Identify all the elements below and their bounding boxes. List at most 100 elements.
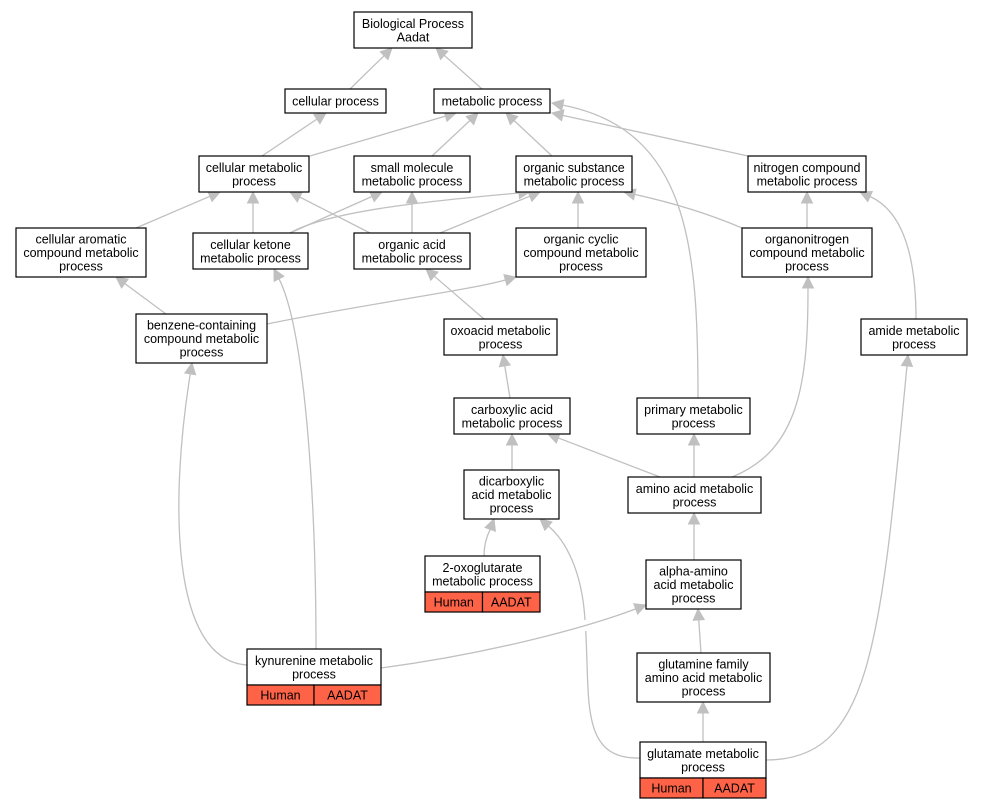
node-box — [453, 397, 571, 435]
node-box — [192, 232, 309, 270]
node-label-line: metabolic process — [442, 95, 543, 109]
arrowhead-kynurenine-alpha_amino — [633, 603, 648, 615]
arrowhead-cellular_process-root — [379, 47, 393, 61]
node-label-line: primary metabolic — [644, 403, 743, 417]
arrowhead-organic_acid-organic_substance — [526, 190, 542, 203]
node-box — [198, 155, 310, 193]
node-label-line: metabolic process — [362, 251, 463, 265]
arrowhead-kynurenine-benzene_containing — [183, 361, 197, 376]
edge-oxoglutarate-dicarboxylic_acid — [483, 529, 491, 557]
node-label-line: Biological Process — [362, 17, 464, 31]
node-label-line: cellular aromatic — [35, 233, 126, 247]
node-cellular-process[interactable]: cellular process — [284, 88, 387, 114]
edge-cellular_process-root — [349, 55, 385, 90]
node-box — [515, 155, 633, 193]
node-label-line: nitrogen compound — [753, 161, 860, 175]
node-box — [636, 397, 751, 435]
edge-glutamate-amide — [765, 365, 908, 761]
node-label-line: amino acid metabolic — [645, 671, 762, 685]
arrowhead-oxoglutarate-dicarboxylic_acid — [484, 517, 496, 532]
node-label-line: small molecule — [371, 161, 454, 175]
node-box — [135, 313, 268, 364]
node-label-line: metabolic process — [432, 574, 533, 588]
node-box — [463, 469, 560, 520]
arrowhead-organonitrogen-nitrogen_compound — [800, 190, 814, 204]
arrowhead-organic_cyclic-organic_substance — [571, 190, 585, 204]
edge-glutamate-dicarboxylic_acid — [585, 630, 641, 759]
node-label-line: metabolic process — [524, 174, 625, 188]
annotation-species: Human — [651, 782, 691, 796]
arrowhead-benzene_containing-cellular_aromatic — [115, 276, 129, 289]
node-metabolic-process[interactable]: metabolic process — [433, 88, 551, 114]
edge-glutamate-dicarboxylic_acid-2 — [548, 525, 586, 621]
node-label-line: process — [59, 260, 103, 274]
arrowhead-glutamine_family-alpha_amino — [692, 607, 706, 621]
node-label-line: metabolic process — [757, 174, 858, 188]
node-box — [741, 227, 873, 278]
edge-benzene_containing-cellular_aromatic — [124, 283, 167, 315]
edges-layer — [115, 47, 917, 761]
node-label-line: process — [292, 667, 336, 681]
annotation-cell — [481, 591, 541, 613]
node-label-line: process — [681, 760, 725, 774]
annotation-cell — [313, 684, 382, 706]
annotation-cell — [702, 777, 767, 799]
node-box — [860, 318, 968, 356]
edge-carboxylic_acid-oxoacid — [504, 365, 511, 399]
node-label-line: dicarboxylic — [479, 475, 544, 489]
arrowhead-glutamate-glutamine_family — [696, 700, 710, 714]
edge-amide-nitrogen_compound — [869, 195, 917, 320]
node-label-line: process — [490, 502, 534, 516]
arrowhead-cellular_aromatic-cellular_metabolic — [206, 190, 222, 203]
node-label-line: glutamine family — [658, 658, 749, 672]
edge-oxoacid-organic_acid — [433, 275, 485, 320]
node-label-line: alpha-amino — [659, 565, 728, 579]
node-label-line: acid metabolic — [654, 578, 734, 592]
edge-amino_acid-organonitrogen — [731, 287, 809, 478]
node-label-line: compound metabolic — [749, 246, 864, 260]
node-label-line: carboxylic acid — [471, 403, 553, 417]
arrowhead-metabolic_process-root — [435, 47, 449, 61]
node-label-line: process — [479, 337, 523, 351]
node-label-line: compound metabolic — [523, 246, 638, 260]
node-label-line: 2-oxoglutarate — [443, 561, 523, 575]
arrowhead-organic_substance-metabolic_process — [505, 112, 519, 126]
node-label-line: process — [232, 174, 276, 188]
node-label-line: compound metabolic — [23, 246, 138, 260]
node-label-line: process — [682, 685, 726, 699]
arrowhead-amino_acid-organonitrogen — [801, 275, 815, 289]
arrowhead-alpha_amino-amino_acid — [687, 511, 701, 525]
node-box — [284, 88, 387, 114]
node-box — [639, 741, 767, 779]
node-box — [443, 318, 558, 356]
node-box — [515, 227, 647, 278]
annotation-gene: AADAT — [327, 689, 368, 703]
arrowhead-cellular_ketone-small_molecule — [368, 190, 384, 203]
node-label-line: oxoacid metabolic — [450, 324, 550, 338]
node-box — [636, 652, 771, 703]
